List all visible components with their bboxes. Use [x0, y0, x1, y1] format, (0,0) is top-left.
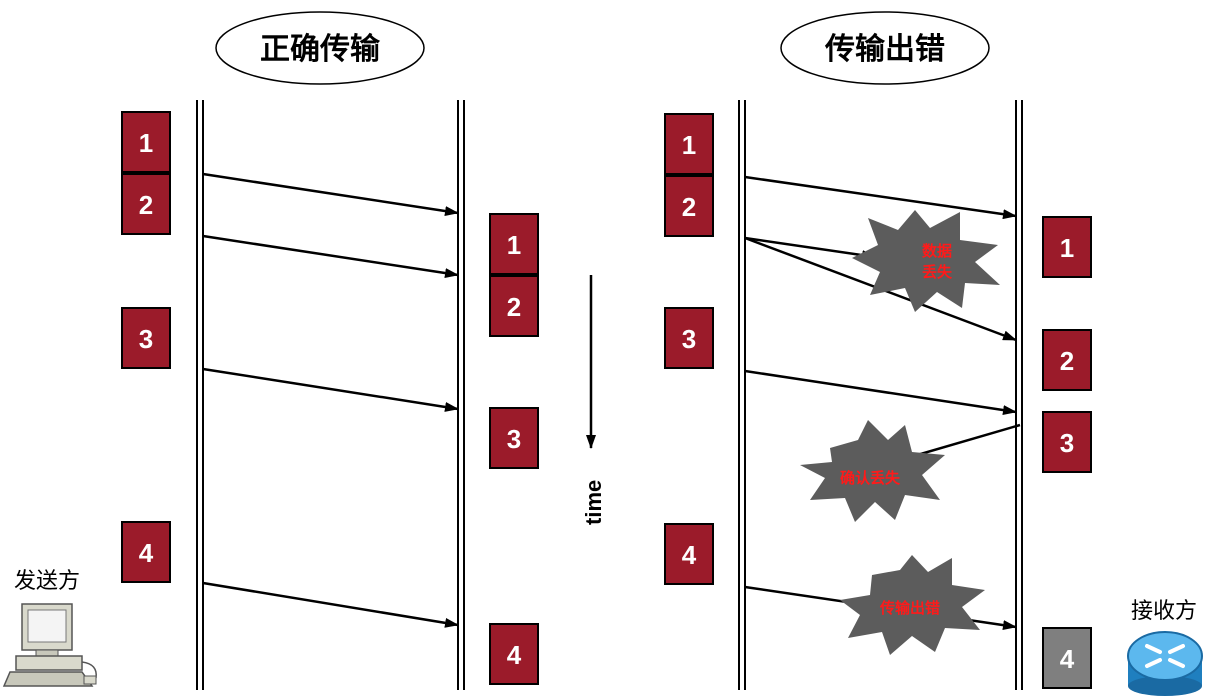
computer-icon [2, 603, 97, 687]
arrow-left-2 [202, 234, 459, 278]
burst-data-lost: 数据 丢失 [852, 210, 1000, 312]
burst-ack-lost-text: 确认丢失 [840, 469, 901, 487]
svg-text:1: 1 [139, 128, 153, 158]
svg-text:2: 2 [139, 190, 153, 220]
svg-text:4: 4 [1060, 644, 1075, 674]
burst-transmit-error-text: 传输出错 [879, 599, 940, 617]
timeline-left-receiver [457, 100, 465, 690]
packet-left-sender-4: 4 [121, 521, 171, 583]
arrow-left-1 [202, 172, 459, 216]
packet-right-receiver-4-error: 4 [1042, 627, 1092, 689]
arrow-right-2-lost [744, 236, 876, 261]
burst-transmit-error: 传输出错 [840, 555, 985, 655]
packet-left-receiver-2: 2 [489, 275, 539, 337]
timeline-right-receiver [1015, 100, 1023, 690]
packet-right-sender-3: 3 [664, 307, 714, 369]
title-right: 传输出错 [780, 11, 990, 85]
svg-text:4: 4 [507, 640, 522, 670]
burst-ack-lost: 确认丢失 [800, 420, 945, 522]
packet-right-sender-2: 2 [664, 175, 714, 237]
svg-text:1: 1 [507, 230, 521, 260]
router-icon [1127, 631, 1203, 696]
timeline-left-sender [196, 100, 204, 690]
packet-left-sender-3: 3 [121, 307, 171, 369]
packet-right-sender-1: 1 [664, 113, 714, 175]
packet-left-receiver-1: 1 [489, 213, 539, 275]
packet-left-receiver-3: 3 [489, 407, 539, 469]
svg-text:2: 2 [682, 192, 696, 222]
arrow-right-3 [744, 369, 1017, 415]
timeline-right-sender [738, 100, 746, 690]
title-right-text: 传输出错 [824, 32, 945, 67]
packet-right-receiver-1: 1 [1042, 216, 1092, 278]
arrow-right-1 [744, 175, 1017, 220]
burst-data-lost-line2: 丢失 [922, 263, 953, 281]
burst-data-lost-line1: 数据 [922, 242, 952, 260]
packet-right-sender-4: 4 [664, 523, 714, 585]
packet-right-receiver-2: 2 [1042, 329, 1092, 391]
sender-label: 发送方 [14, 569, 80, 594]
time-label: time [581, 480, 606, 525]
svg-text:1: 1 [1060, 233, 1074, 263]
svg-text:3: 3 [507, 424, 521, 454]
svg-text:3: 3 [682, 324, 696, 354]
arrow-left-4 [202, 581, 459, 628]
svg-text:4: 4 [682, 540, 697, 570]
packet-left-sender-1: 1 [121, 111, 171, 173]
packet-left-receiver-4: 4 [489, 623, 539, 685]
svg-text:4: 4 [139, 538, 154, 568]
svg-text:1: 1 [682, 130, 696, 160]
packet-right-receiver-3: 3 [1042, 411, 1092, 473]
svg-text:2: 2 [507, 292, 521, 322]
title-left-text: 正确传输 [260, 32, 381, 67]
arrow-left-3 [202, 367, 459, 412]
svg-text:3: 3 [139, 324, 153, 354]
svg-text:3: 3 [1060, 428, 1074, 458]
svg-text:2: 2 [1060, 346, 1074, 376]
title-left: 正确传输 [215, 11, 425, 85]
packet-left-sender-2: 2 [121, 173, 171, 235]
receiver-label: 接收方 [1131, 599, 1197, 624]
